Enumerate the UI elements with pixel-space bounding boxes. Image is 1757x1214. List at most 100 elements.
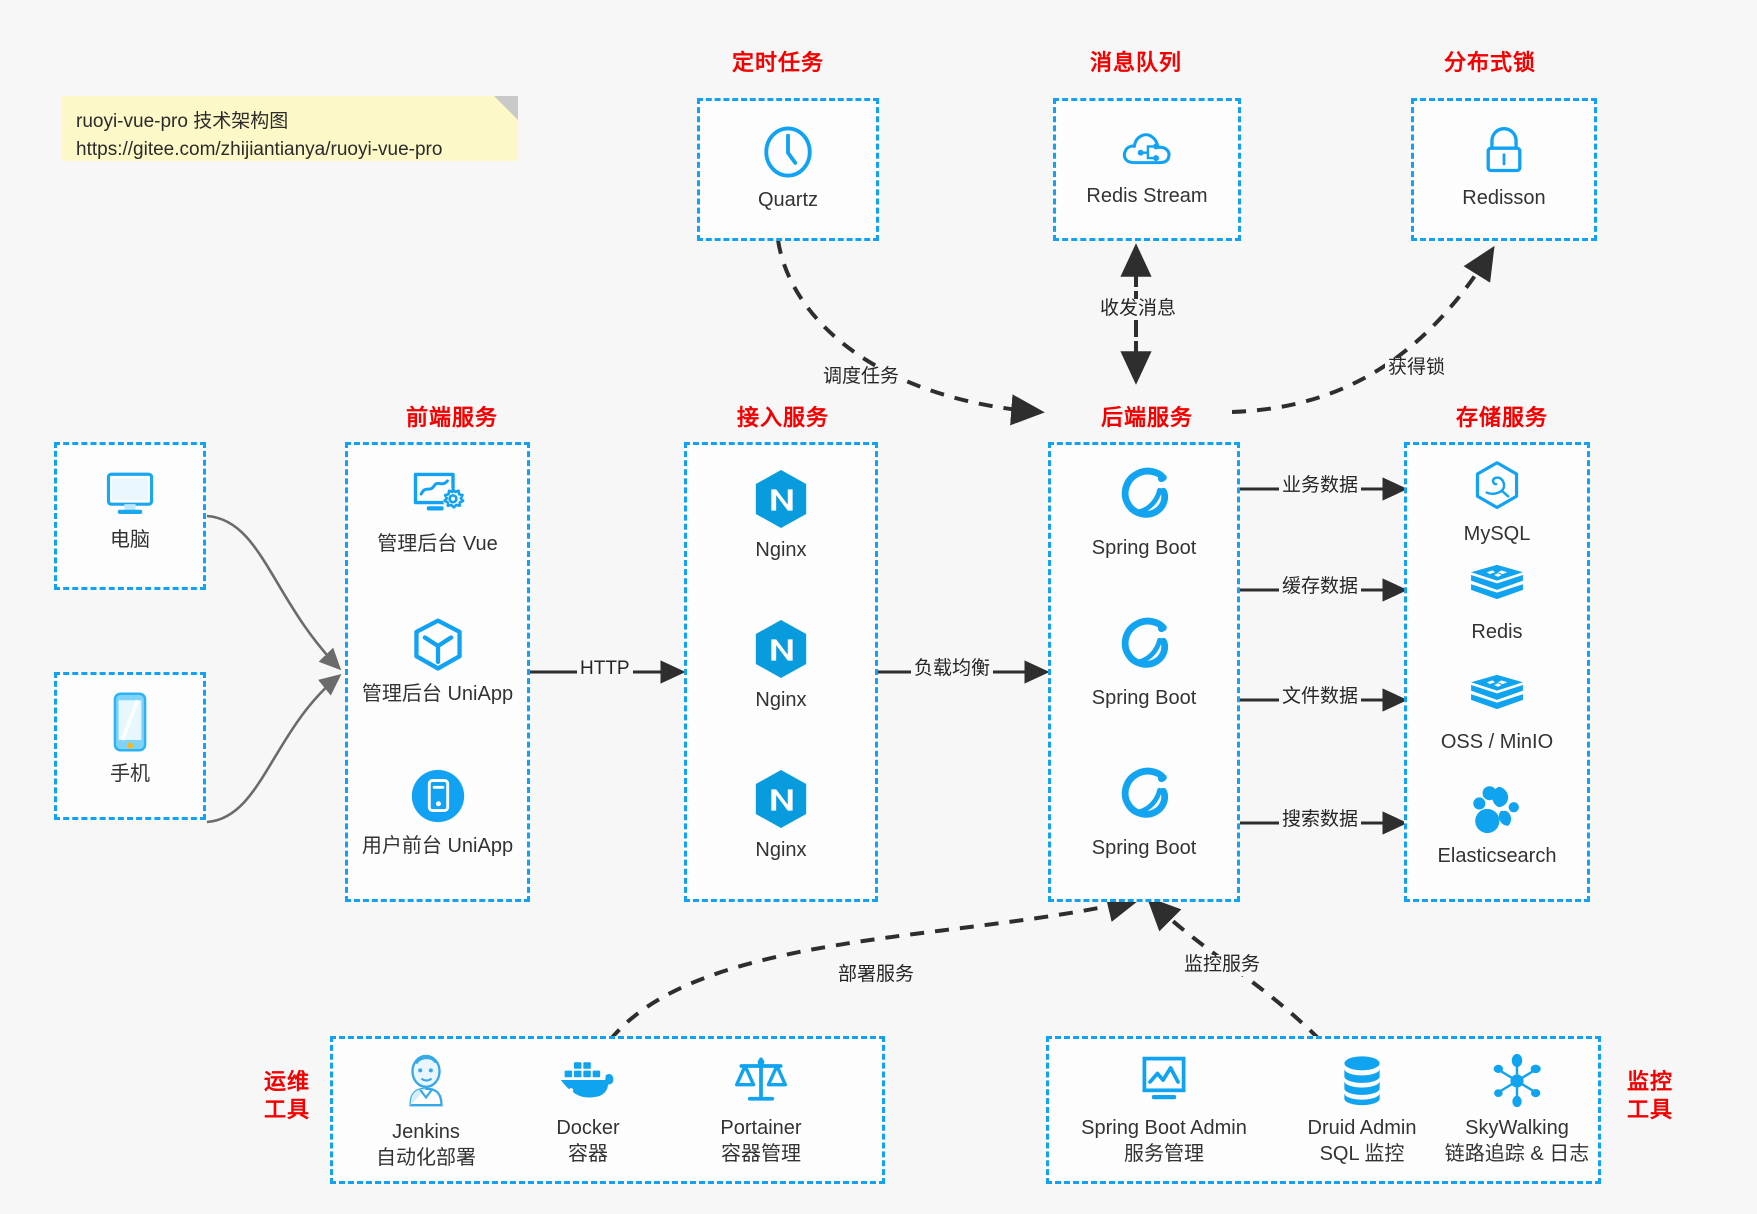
node-admin-vue[interactable]: 管理后台 Vue [348,465,527,557]
group-title-storage: 存储服务 [1455,405,1548,430]
node-redis-stream[interactable]: Redis Stream [1056,123,1238,209]
clock-icon [764,126,812,178]
mysql-icon [1475,461,1519,510]
wire-mobile-to-frontend [206,674,342,824]
group-title-devops: 运维 工具 [252,1068,322,1123]
spring-boot-icon [1121,617,1169,668]
edge-label-deploy: 部署服务 [835,964,918,986]
group-title-distributed-lock: 分布式锁 [1443,50,1536,75]
docker-icon [560,1062,614,1098]
node-label: Spring Boot [1091,837,1197,859]
group-box-storage: MySQL Redis OSS / MinIO [1404,442,1590,902]
group-title-frontend: 前端服务 [405,405,498,430]
node-jenkins[interactable]: Jenkins 自动化部署 [351,1051,501,1171]
database-icon [1344,1056,1380,1106]
node-label: SkyWalking [1465,1117,1569,1139]
node-spring-boot-admin[interactable]: Spring Boot Admin 服务管理 [1059,1053,1269,1167]
monitor-chart-icon [1142,1056,1186,1100]
node-spring-boot-2[interactable]: Spring Boot [1051,617,1237,711]
group-title-backend: 后端服务 [1100,405,1193,430]
edge-label-biz-data: 业务数据 [1279,475,1362,497]
node-label: Portainer [720,1117,802,1139]
node-mobile[interactable]: 手机 [57,689,203,787]
group-title-scheduled-task: 定时任务 [731,50,824,75]
note-fold-corner [494,96,518,120]
node-label: Spring Boot [1091,687,1197,709]
edge-label-schedule: 调度任务 [820,366,903,388]
wire-schedule-task [776,239,1045,426]
node-mysql[interactable]: MySQL [1407,459,1587,547]
node-label: 用户前台 UniApp [361,835,514,857]
node-label: Nginx [755,689,807,711]
node-sublabel: 服务管理 [1124,1143,1204,1165]
edge-label-http: HTTP [577,658,633,680]
group-box-gateway: Nginx Nginx Nginx [684,442,878,902]
node-user-uniapp[interactable]: 用户前台 UniApp [348,765,527,859]
skywalking-icon [1493,1053,1541,1108]
group-title-monitoring: 监控 工具 [1615,1068,1685,1123]
node-label: 电脑 [110,529,150,551]
elasticsearch-icon [1473,786,1519,834]
edge-label-search-data: 搜索数据 [1279,809,1362,831]
oss-minio-icon [1471,674,1523,710]
node-label: Redis [1471,621,1523,643]
group-box-message-queue: Redis Stream [1053,98,1241,241]
group-title-devops-line2: 工具 [263,1096,310,1122]
scales-icon [734,1057,788,1101]
node-spring-boot-1[interactable]: Spring Boot [1051,467,1237,561]
redis-icon [1471,564,1523,600]
title-note: ruoyi-vue-pro 技术架构图 https://gitee.com/zh… [62,96,518,161]
node-label: Redisson [1462,187,1546,209]
wire-desktop-to-frontend [206,514,342,671]
group-box-frontend: 管理后台 Vue 管理后台 UniApp 用户前台 UniApp [345,442,530,902]
edge-label-file-data: 文件数据 [1279,686,1362,708]
node-label: Quartz [757,189,819,211]
phone-round-icon [411,769,464,823]
mobile-icon [113,692,147,752]
note-line-2: https://gitee.com/zhijiantianya/ruoyi-vu… [76,138,443,160]
node-skywalking[interactable]: SkyWalking 链路追踪 & 日志 [1427,1053,1607,1167]
jenkins-icon [409,1054,443,1107]
group-title-monitoring-line2: 工具 [1626,1096,1673,1122]
node-label: MySQL [1463,523,1531,545]
spring-boot-icon [1121,467,1169,518]
node-label: OSS / MinIO [1440,731,1554,753]
node-oss-minio[interactable]: OSS / MinIO [1407,673,1587,755]
node-nginx-3[interactable]: Nginx [687,767,875,863]
node-admin-uniapp[interactable]: 管理后台 UniApp [348,615,527,707]
cloud-stream-icon [1122,133,1171,165]
node-label: 手机 [110,763,150,785]
node-label: Docker [556,1117,620,1139]
node-label: Spring Boot Admin [1081,1117,1247,1139]
group-title-message-queue: 消息队列 [1089,50,1182,75]
group-box-monitoring: Spring Boot Admin 服务管理 Druid Admin SQL 监… [1046,1036,1601,1184]
node-label: Redis Stream [1086,185,1208,207]
desktop-icon [106,472,154,514]
note-line-1: ruoyi-vue-pro 技术架构图 [76,111,289,132]
node-label: 管理后台 UniApp [361,683,514,705]
group-title-devops-line1: 运维 [263,1069,310,1094]
node-quartz[interactable]: Quartz [700,123,876,213]
node-nginx-1[interactable]: Nginx [687,467,875,563]
group-box-backend: Spring Boot Spring Boot Spring Boot [1048,442,1240,902]
group-box-client-mobile: 手机 [54,672,206,820]
node-nginx-2[interactable]: Nginx [687,617,875,713]
node-portainer[interactable]: Portainer 容器管理 [681,1051,841,1167]
node-desktop[interactable]: 电脑 [57,463,203,553]
node-redisson[interactable]: Redisson [1414,123,1594,211]
nginx-icon [755,469,807,529]
node-sublabel: 容器 [568,1143,608,1165]
node-elasticsearch[interactable]: Elasticsearch [1407,783,1587,869]
group-title-gateway: 接入服务 [736,405,829,430]
cube-icon [413,618,462,671]
group-box-client-desktop: 电脑 [54,442,206,590]
node-spring-boot-3[interactable]: Spring Boot [1051,767,1237,861]
node-redis[interactable]: Redis [1407,563,1587,645]
node-druid-admin[interactable]: Druid Admin SQL 监控 [1287,1053,1437,1167]
node-docker[interactable]: Docker 容器 [513,1051,663,1167]
group-box-devops: Jenkins 自动化部署 Docker 容器 [330,1036,885,1184]
node-label: 管理后台 Vue [377,533,498,555]
edge-label-lock: 获得锁 [1385,357,1449,379]
edge-label-message: 收发消息 [1097,298,1180,320]
